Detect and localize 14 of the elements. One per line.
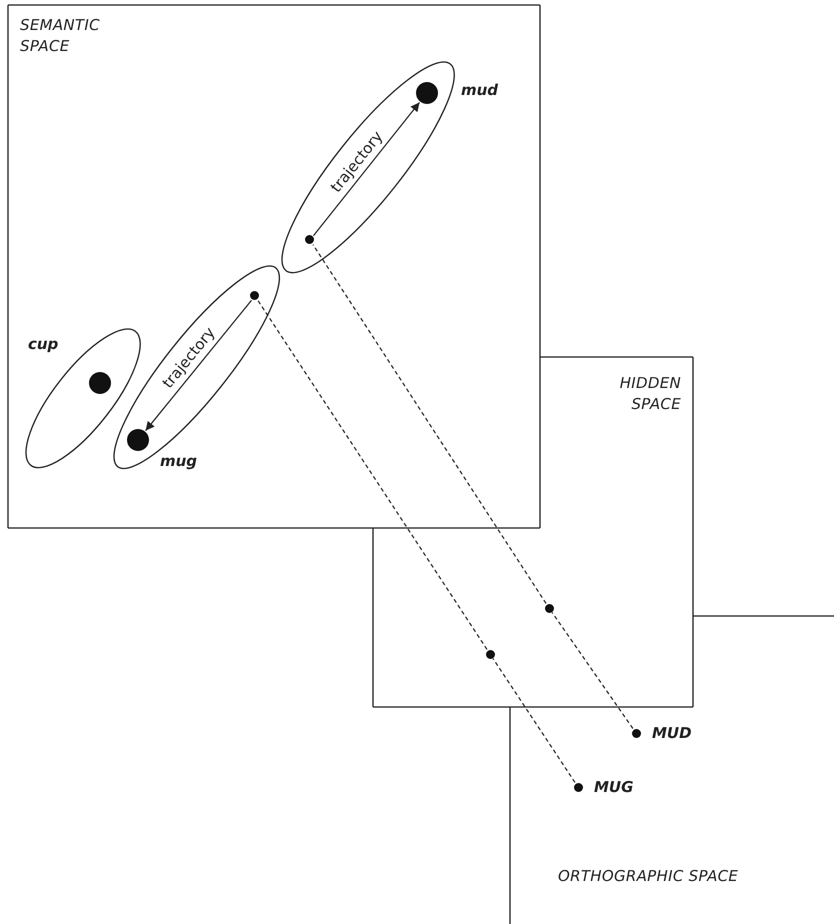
dashed-connector [258,300,488,650]
space-title: ORTHOGRAPHIC SPACE [558,866,740,887]
word-label: MUD [652,724,692,742]
arrow [145,300,252,432]
arrow [312,102,420,236]
space-title: HIDDEN SPACE [618,373,681,415]
space-title: SEMANTIC SPACE [20,15,101,57]
word-label: MUG [594,778,634,796]
word-label: cup [28,334,58,353]
word-label: mud [460,80,498,99]
dashed-connector [312,244,546,604]
dashed-connector [552,612,634,729]
word-label: mug [160,452,198,470]
dashed-connector [492,658,576,783]
